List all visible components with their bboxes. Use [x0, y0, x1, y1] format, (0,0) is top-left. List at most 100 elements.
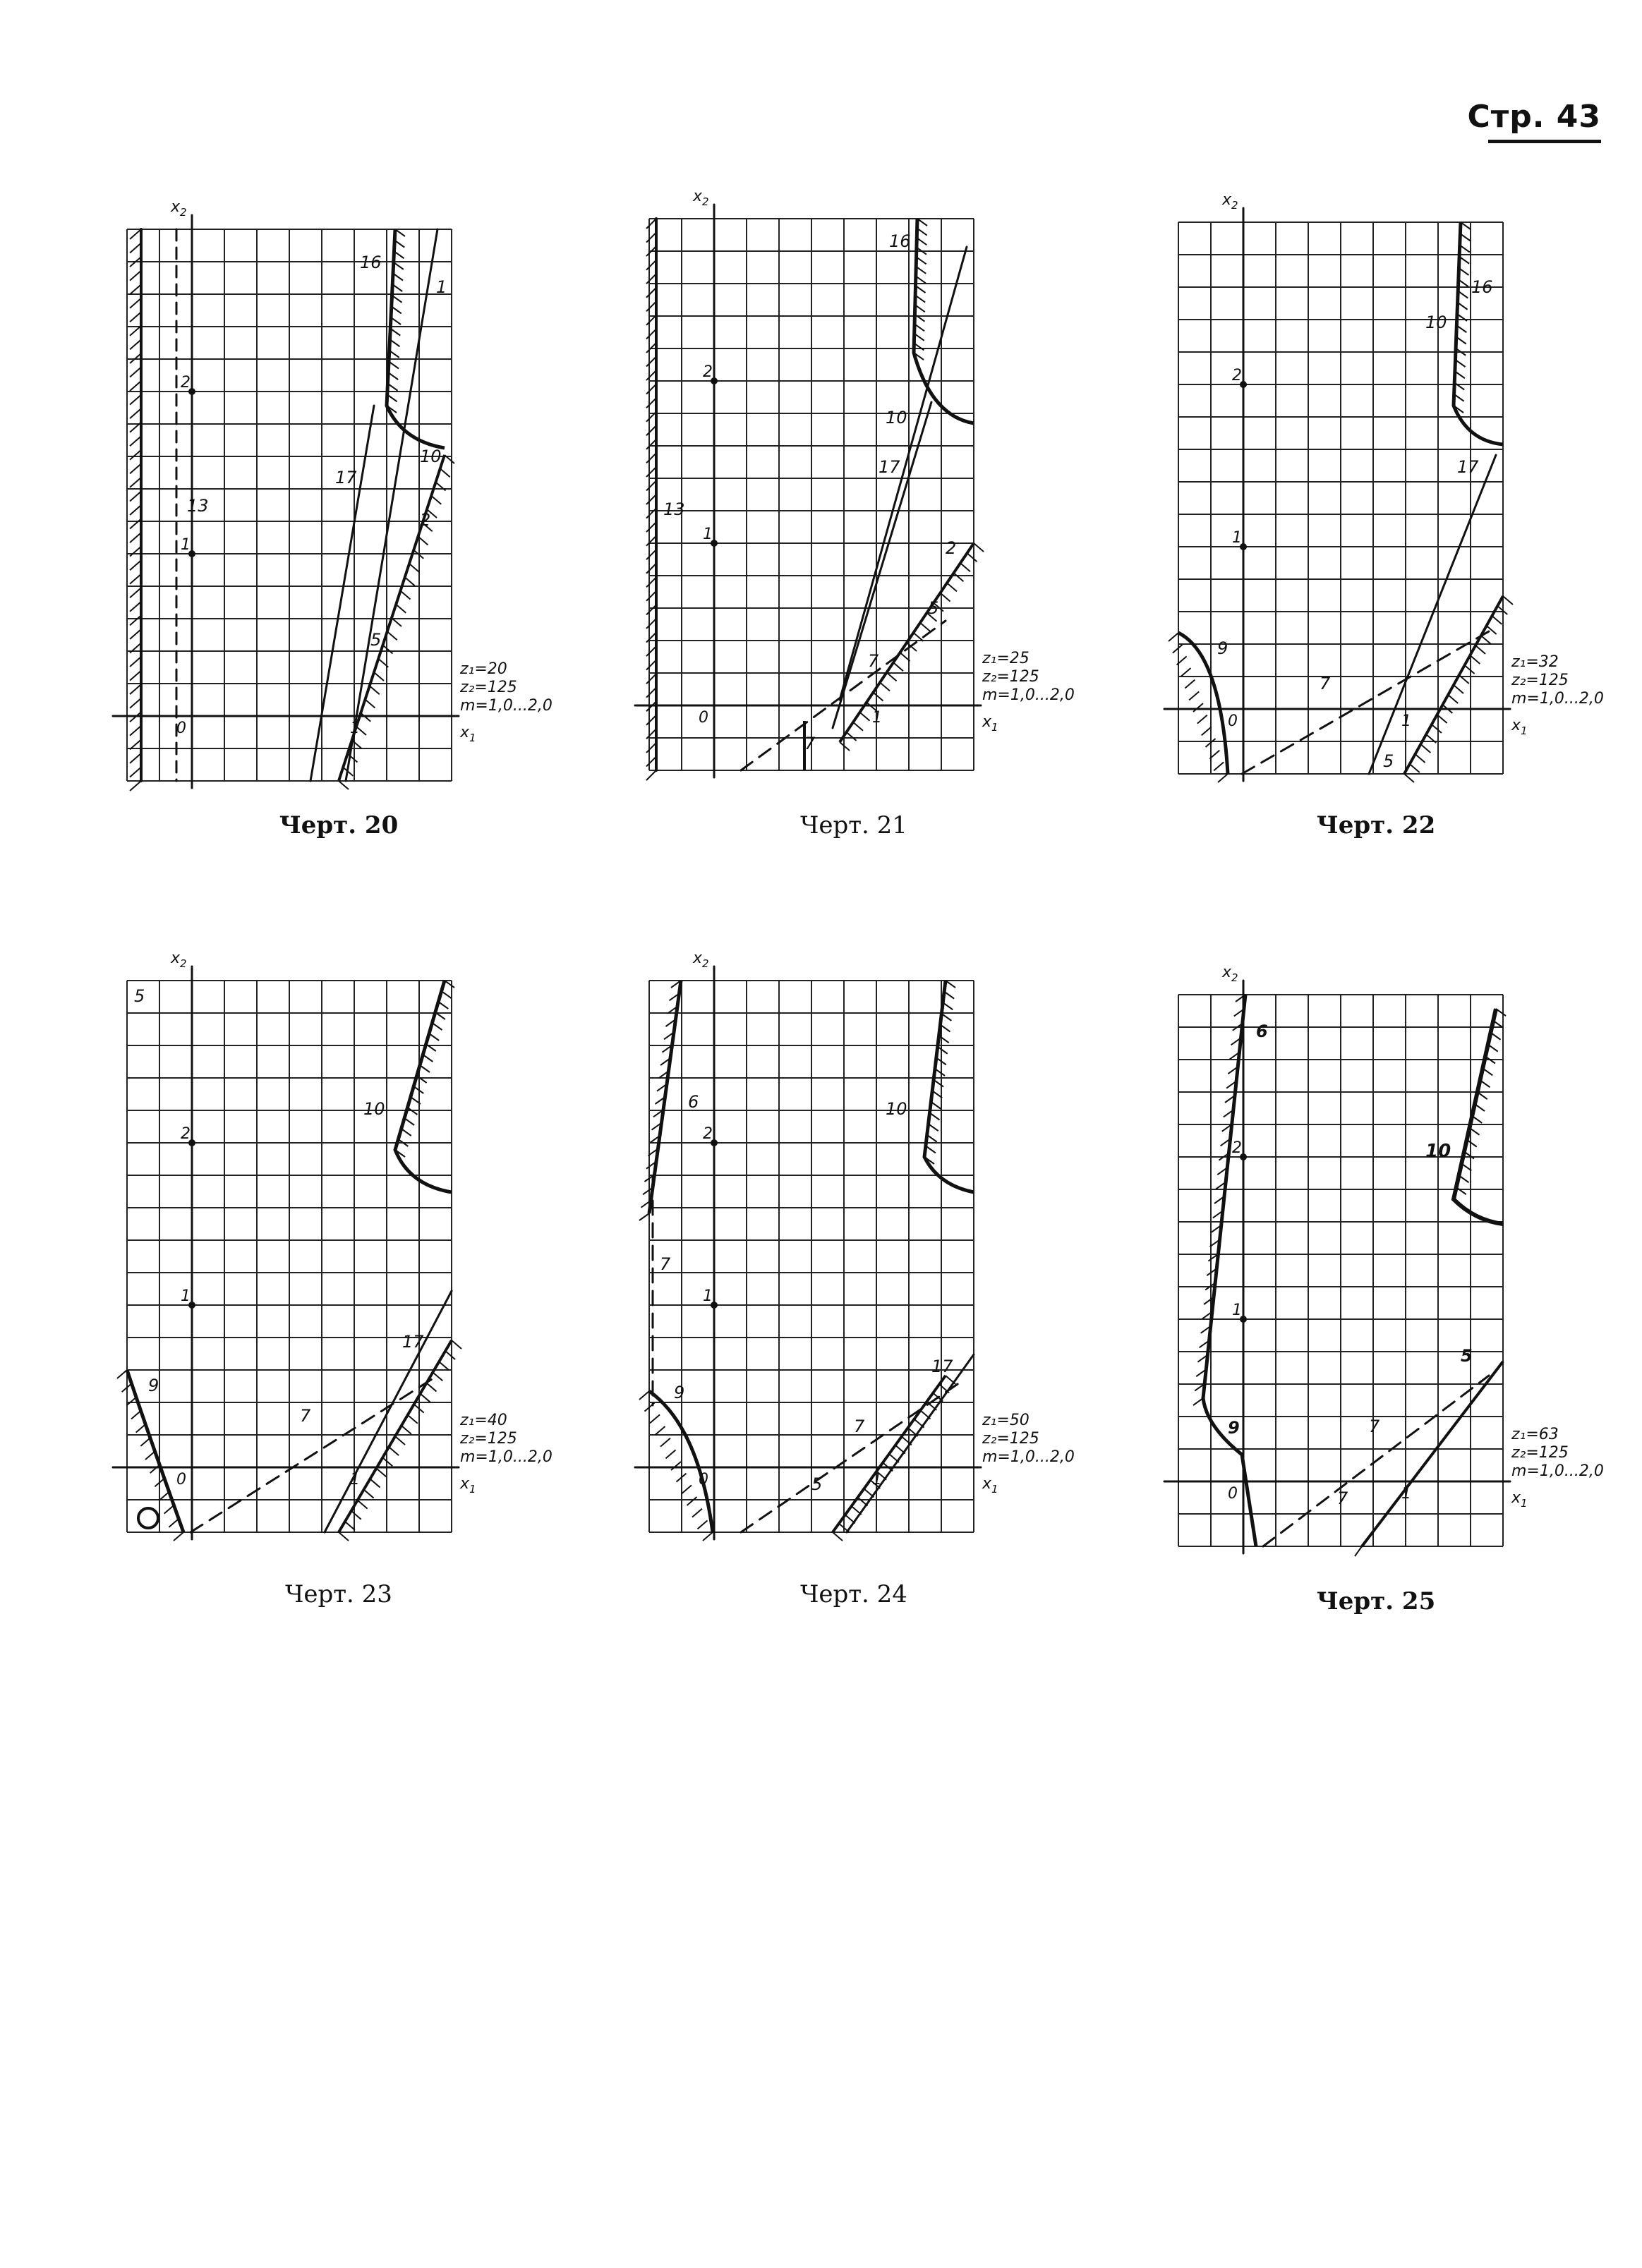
- fig22-tick-0: 0: [1228, 712, 1238, 730]
- fig22-tick-y1: 1: [1232, 529, 1242, 547]
- hatch-mark: [702, 1532, 713, 1541]
- hatch-mark: [373, 672, 385, 681]
- hatch-mark: [1456, 336, 1467, 345]
- hatch-mark: [1176, 655, 1188, 666]
- hatch-mark: [886, 672, 898, 682]
- hatch-mark: [344, 1521, 356, 1531]
- hatch-mark: [135, 1423, 147, 1433]
- hatch-mark: [1456, 325, 1467, 334]
- hatch-mark: [1226, 1080, 1237, 1089]
- hatch-mark: [863, 1488, 875, 1498]
- fig23-z2-label: z₂=125: [459, 1430, 517, 1448]
- hatch-mark: [129, 242, 142, 254]
- fig25-curve-7: [1262, 1374, 1490, 1548]
- hatch-mark: [407, 1414, 418, 1424]
- hatch-mark: [668, 993, 680, 1002]
- fig25-label-7-lower: 7: [1337, 1488, 1348, 1508]
- hatch-mark: [915, 275, 926, 284]
- hatch-mark: [926, 1134, 938, 1143]
- hatch-mark: [1474, 1388, 1483, 1400]
- hatch-mark: [435, 1012, 446, 1020]
- fig22-hatch-2: [1403, 595, 1514, 783]
- fig23-z1-label: z₁=40: [459, 1412, 507, 1429]
- hatch-mark: [646, 383, 657, 395]
- fig23-curve-9: [125, 1369, 186, 1533]
- hatch-mark: [1425, 734, 1437, 744]
- hatch-mark: [654, 1096, 666, 1105]
- fig24-dot-y1: [711, 1302, 718, 1309]
- fig22-grid: [1178, 222, 1504, 775]
- hatch-mark: [1480, 635, 1492, 645]
- hatch-mark: [1227, 1066, 1238, 1074]
- hatch-mark: [646, 273, 657, 284]
- hatch-mark: [435, 481, 447, 492]
- fig20-label-5: 5: [370, 630, 381, 650]
- hatch-mark: [1205, 738, 1217, 748]
- fig21-hatch-16: [913, 218, 928, 360]
- hatch-mark: [1490, 1031, 1502, 1041]
- hatch-mark: [663, 1031, 675, 1041]
- hatch-mark: [1487, 1043, 1499, 1053]
- fig21-label-16: 16: [889, 231, 911, 251]
- hatch-mark: [649, 1414, 660, 1424]
- hatch-mark: [406, 1107, 418, 1115]
- hatch-mark: [129, 353, 142, 364]
- page-number: Стр. 43: [1467, 99, 1601, 135]
- hatch-mark: [646, 576, 657, 588]
- fig24-label-9: 9: [674, 1383, 684, 1402]
- hatch-mark: [1456, 313, 1468, 322]
- hatch-mark: [399, 590, 411, 600]
- hatch-mark: [129, 518, 142, 530]
- fig24-hatch-6: [639, 980, 682, 1221]
- hatch-mark: [129, 297, 142, 309]
- hatch-mark: [391, 617, 402, 627]
- hatch-mark: [869, 1479, 881, 1489]
- hatch-mark: [1217, 1167, 1228, 1175]
- hatch-mark: [129, 545, 142, 557]
- hatch-mark: [1469, 655, 1480, 665]
- hatch-mark: [646, 659, 657, 671]
- hatch-mark: [419, 1065, 430, 1073]
- fig25-m-label: m=1,0...2,0: [1511, 1462, 1604, 1480]
- hatch-mark: [397, 1139, 409, 1147]
- hatch-mark: [129, 532, 142, 543]
- hatch-mark: [392, 272, 404, 281]
- fig22-hatch-9: [1168, 632, 1229, 783]
- hatch-mark: [640, 1199, 652, 1208]
- hatch-mark: [1217, 773, 1229, 783]
- hatch-mark: [644, 1174, 656, 1182]
- fig20-label-17: 17: [335, 468, 357, 487]
- hatch-mark: [646, 631, 657, 643]
- hatch-mark: [1495, 1008, 1507, 1017]
- hatch-mark: [681, 1484, 692, 1495]
- hatch-mark: [1193, 703, 1204, 712]
- hatch-mark: [425, 1382, 437, 1393]
- hatch-mark: [129, 766, 142, 778]
- hatch-mark: [1361, 1536, 1370, 1548]
- hatch-mark: [1459, 233, 1471, 242]
- hatch-mark: [1497, 605, 1508, 615]
- hatch-mark: [866, 701, 877, 712]
- hatch-mark: [845, 732, 857, 741]
- hatch-mark: [1453, 1199, 1464, 1207]
- hatch-mark: [413, 1086, 424, 1094]
- hatch-mark: [129, 739, 142, 751]
- hatch-mark: [363, 1488, 375, 1499]
- hatch-mark: [1468, 1127, 1480, 1136]
- hatch-mark: [646, 315, 657, 326]
- fig20-m-label: m=1,0...2,0: [460, 697, 553, 715]
- fig24-label-7-vertical: 7: [660, 1254, 671, 1274]
- caption-figure-25: Черт. 25: [1316, 1587, 1436, 1615]
- hatch-mark: [646, 259, 657, 271]
- fig20-tick-y1: 1: [181, 536, 191, 554]
- hatch-mark: [126, 1396, 137, 1407]
- hatch-mark: [129, 269, 142, 281]
- hatch-mark: [1456, 1187, 1467, 1195]
- hatch-mark: [914, 304, 926, 313]
- hatch-mark: [417, 535, 429, 546]
- hatch-mark: [646, 370, 657, 381]
- fig24-z1-label: z₁=50: [982, 1412, 1030, 1429]
- hatch-mark: [410, 1096, 421, 1105]
